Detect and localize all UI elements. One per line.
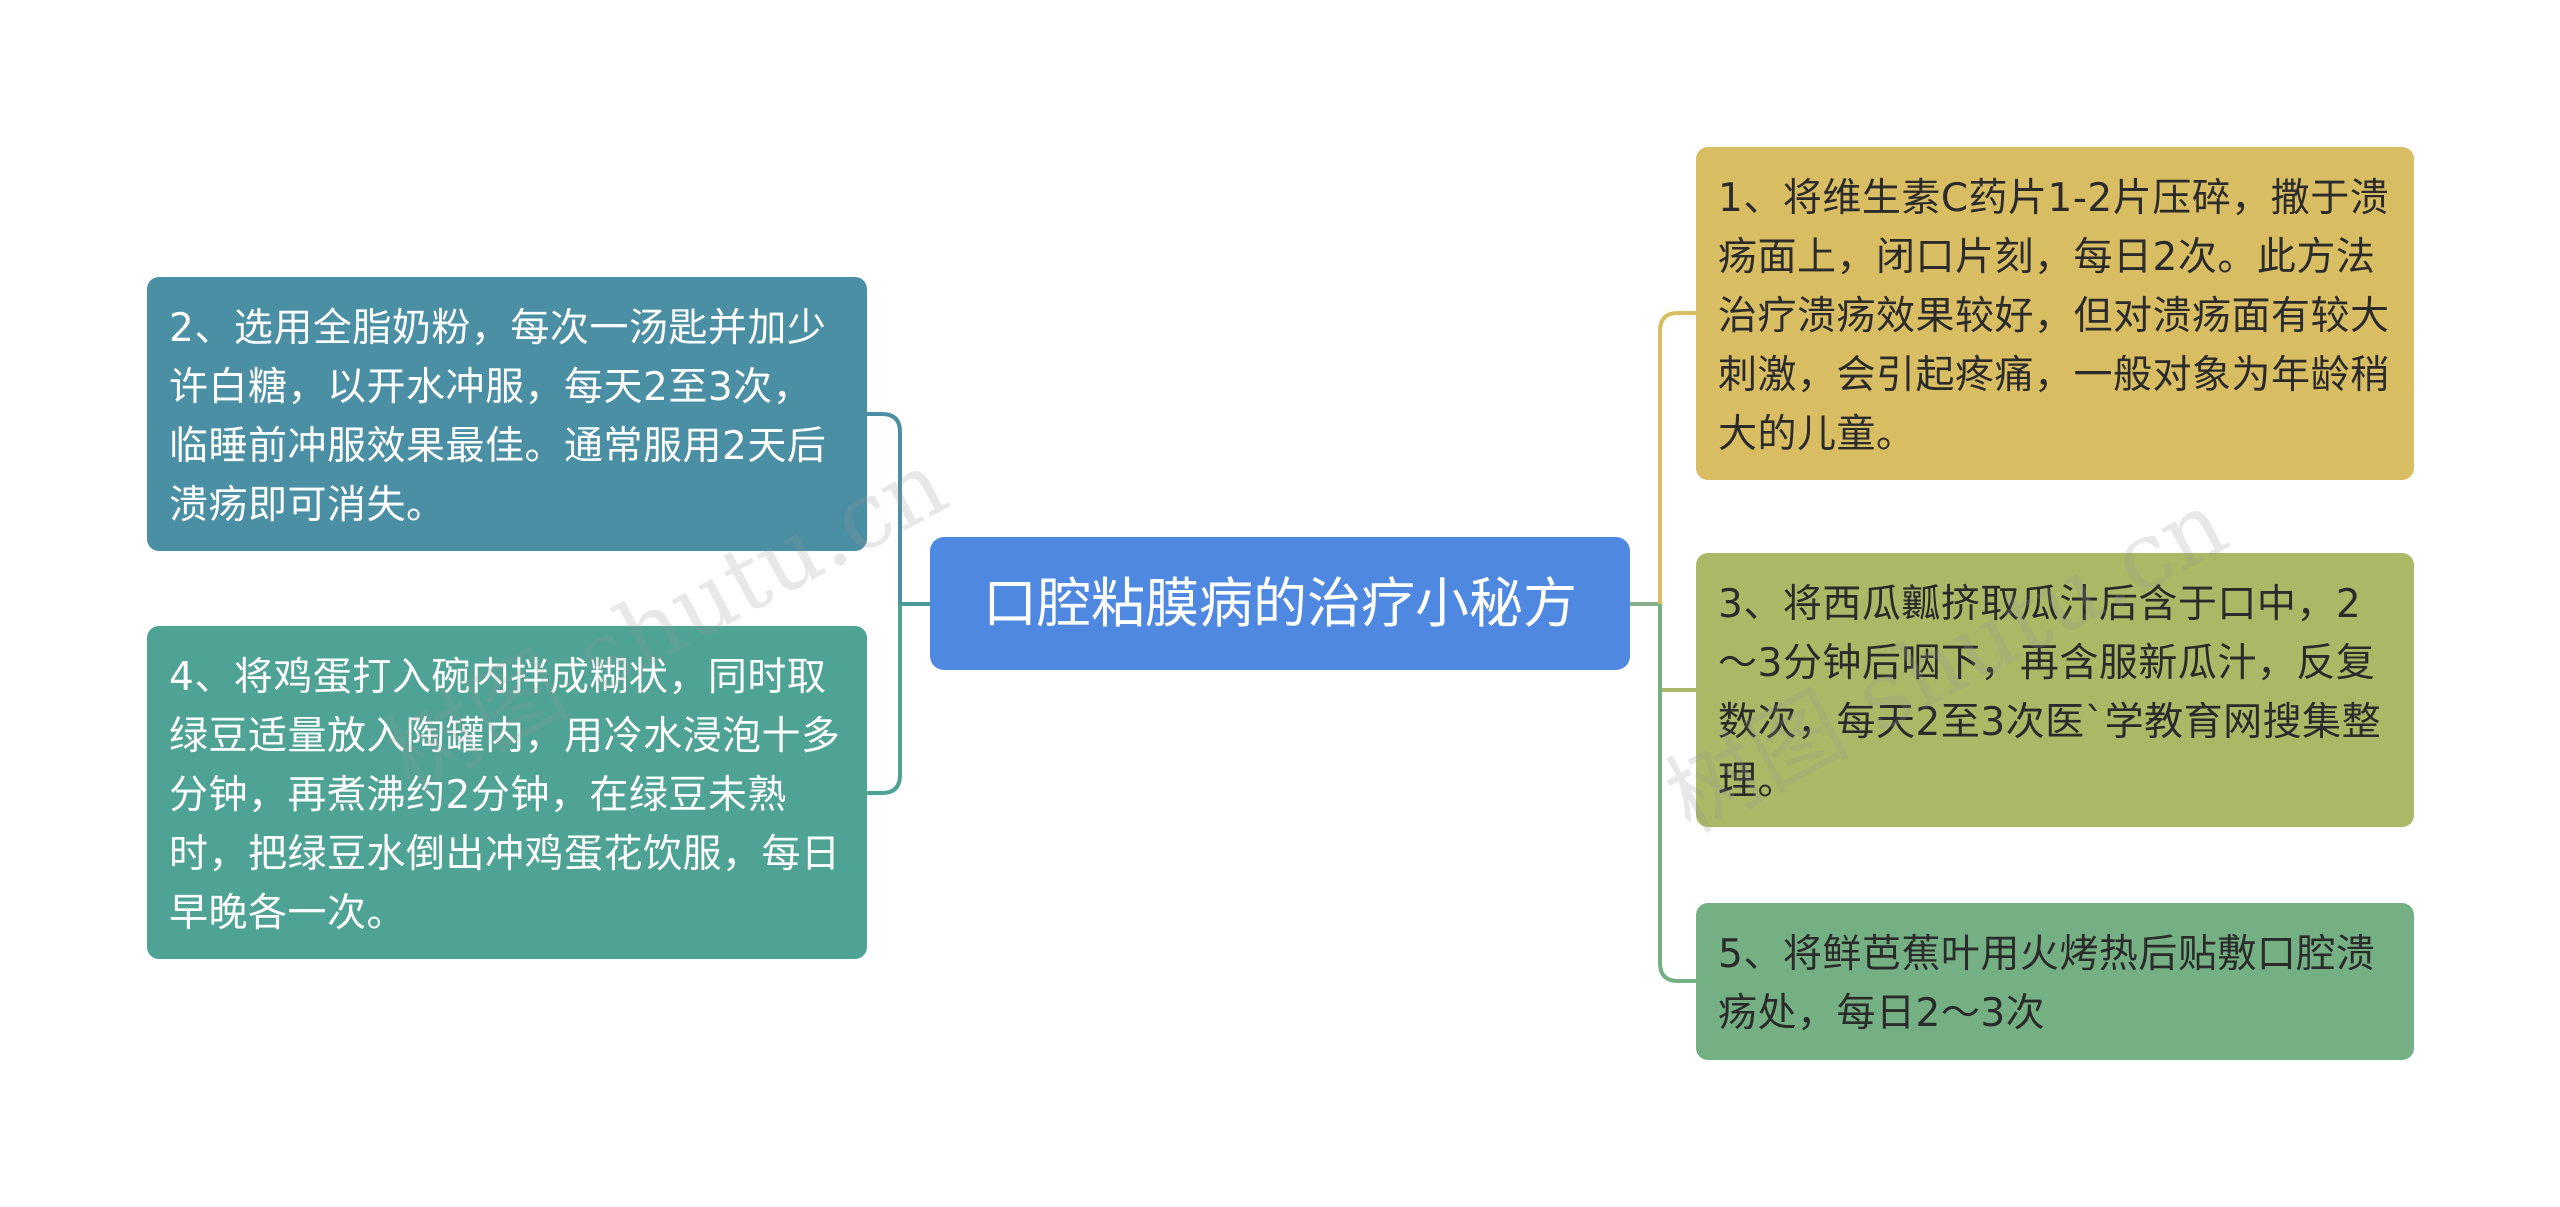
branch-node-4[interactable]: 4、将鸡蛋打入碗内拌成糊状，同时取绿豆适量放入陶罐内，用冷水浸泡十多分钟，再煮沸… [147, 626, 867, 959]
connector-to-n2 [867, 412, 902, 604]
connector-to-n4 [867, 604, 902, 795]
branch-node-2[interactable]: 2、选用全脂奶粉，每次一汤匙并加少许白糖，以开水冲服，每天2至3次，临睡前冲服效… [147, 277, 867, 551]
branch-node-5[interactable]: 5、将鲜芭蕉叶用火烤热后贴敷口腔溃疡处，每日2～3次 [1696, 903, 2414, 1060]
connector-to-n1 [1658, 311, 1696, 604]
branch-node-1[interactable]: 1、将维生素C药片1-2片压碎，撒于溃疡面上，闭口片刻，每日2次。此方法治疗溃疡… [1696, 147, 2414, 480]
connector-to-n3 [1658, 604, 1696, 692]
root-topic[interactable]: 口腔粘膜病的治疗小秘方 [930, 537, 1630, 670]
connector-to-n5 [1658, 604, 1696, 983]
branch-node-3[interactable]: 3、将西瓜瓤挤取瓜汁后含于口中，2～3分钟后咽下，再含服新瓜汁，反复数次，每天2… [1696, 553, 2414, 827]
